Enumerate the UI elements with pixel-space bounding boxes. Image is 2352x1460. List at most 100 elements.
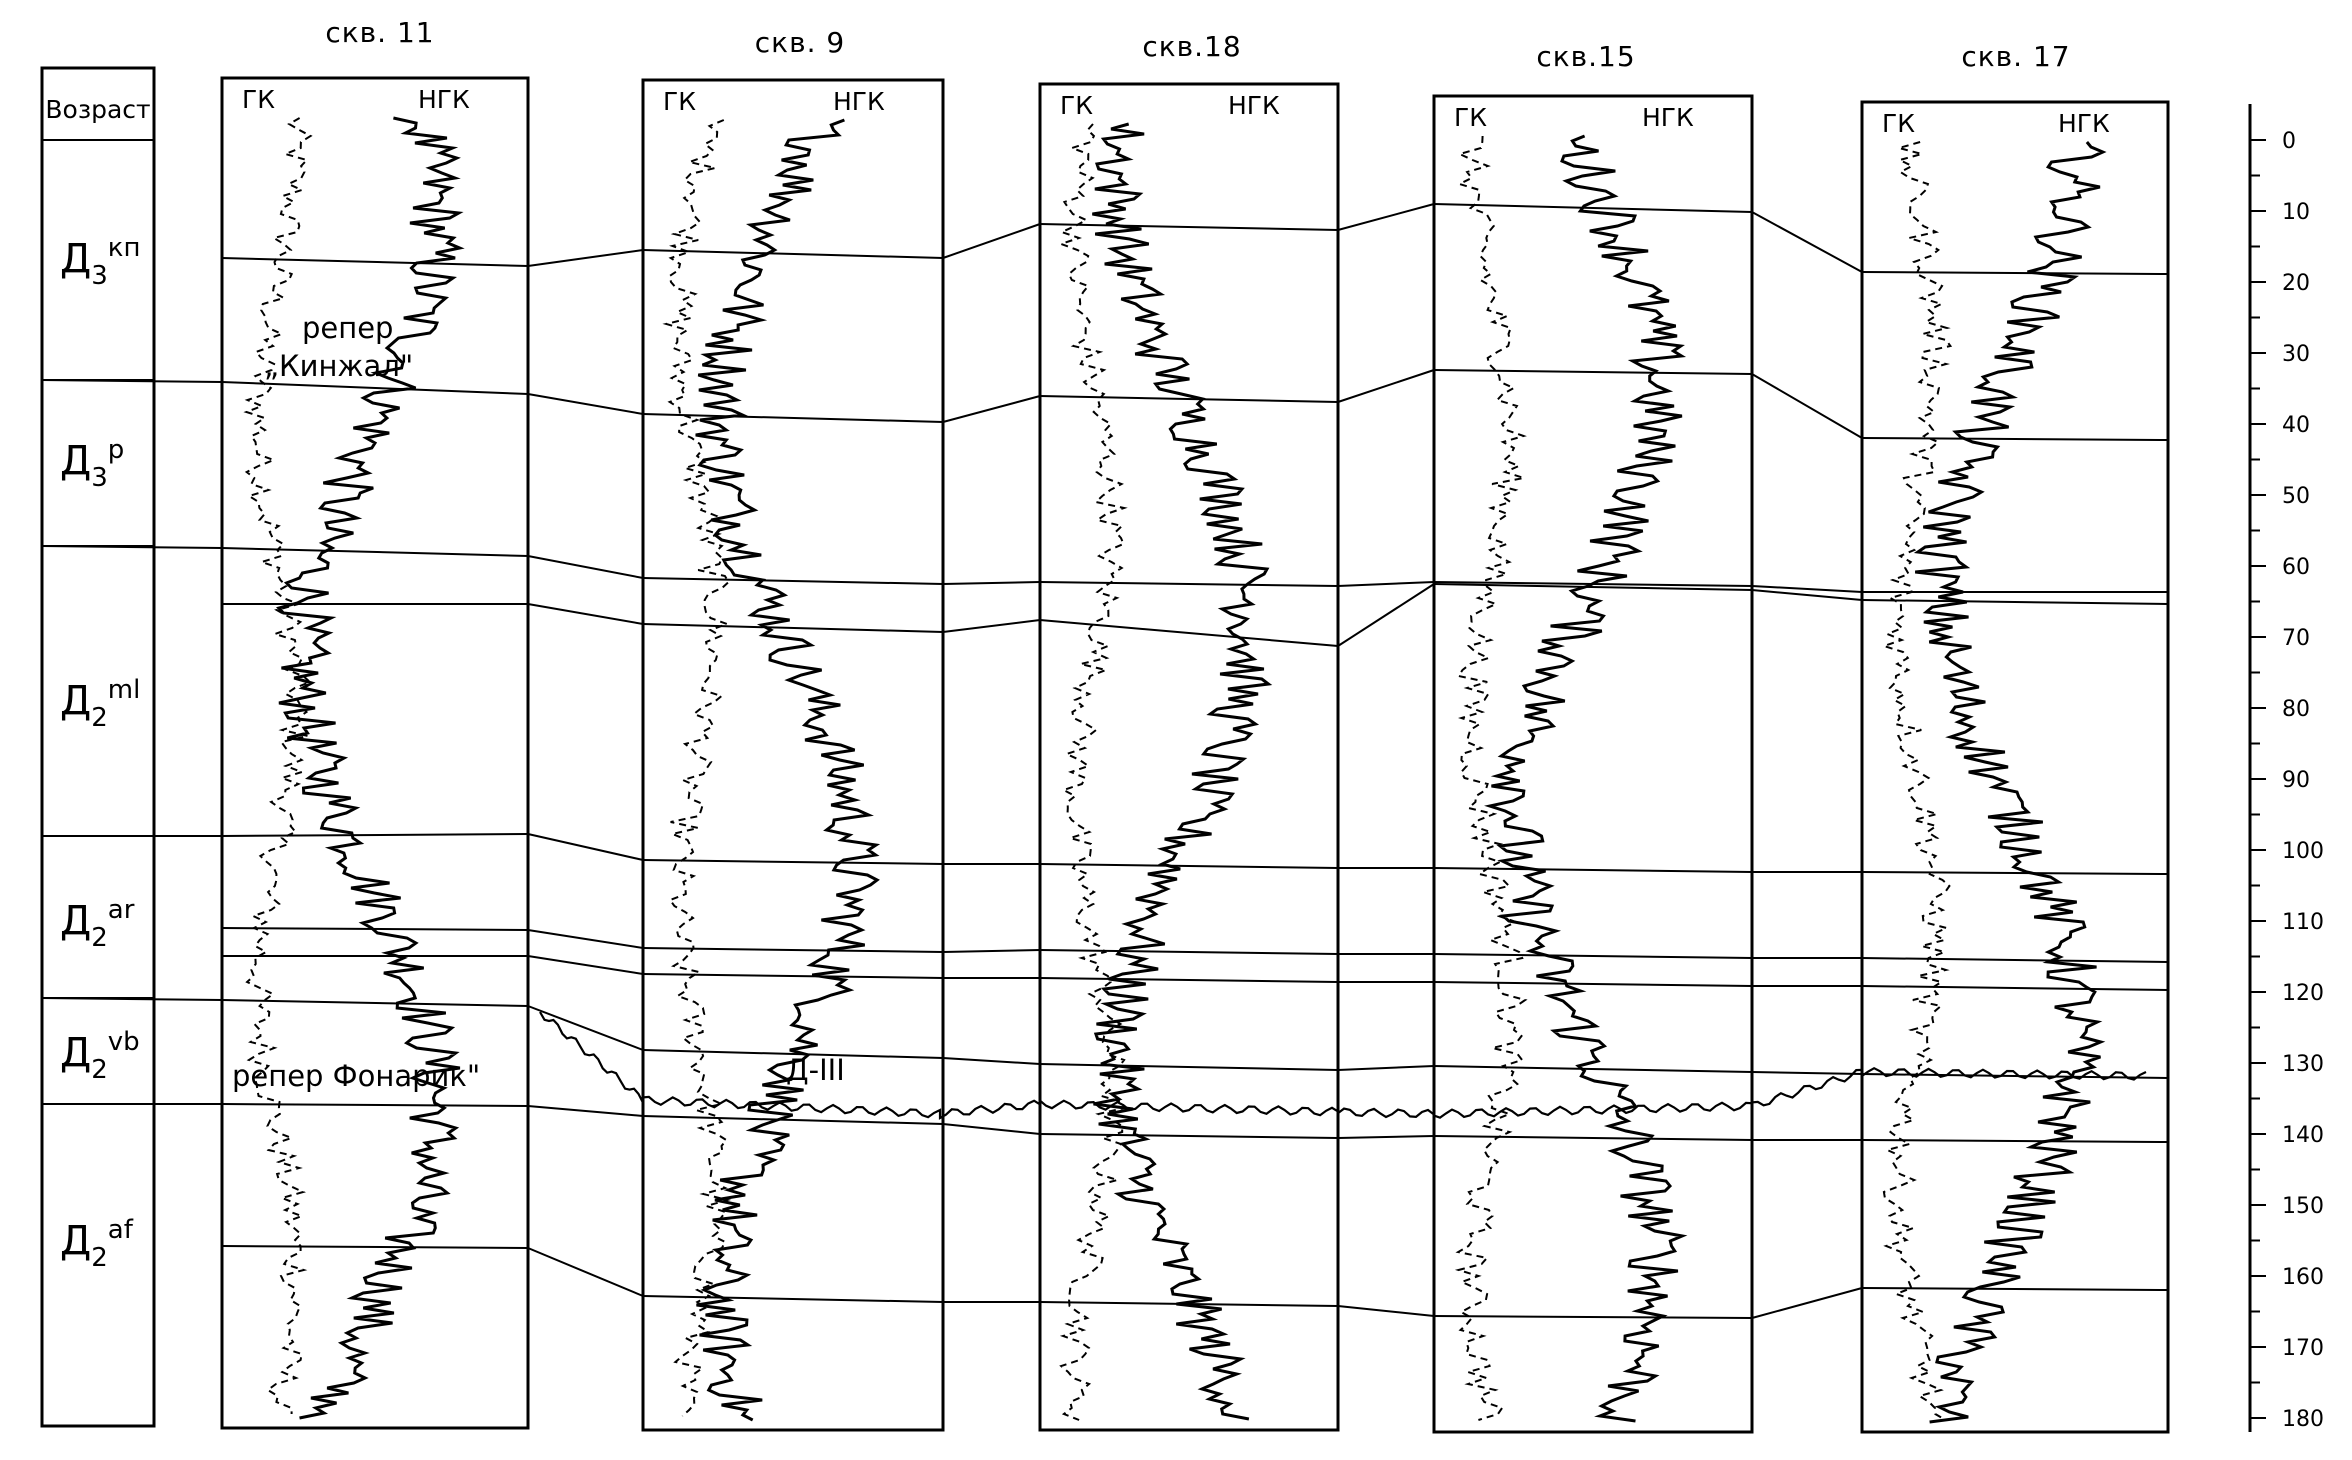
well-boundary-line: [642, 1295, 944, 1303]
depth-tick-label: 120: [2282, 981, 2324, 1006]
depth-tick-label: 130: [2282, 1052, 2324, 1077]
correlation-line: [527, 1247, 1863, 1319]
well-boundary-line: [1039, 223, 1339, 231]
gk-log-curve: [1454, 135, 1528, 1421]
well-name: скв. 17: [1961, 40, 2070, 73]
ngk-curve-label: НГК: [418, 85, 470, 114]
depth-tick-label: 40: [2282, 413, 2310, 438]
well-boundary-line: [1861, 437, 2169, 441]
age-unit-label: Д2ml: [60, 675, 140, 733]
well-boundary-line: [221, 381, 529, 395]
well-boundary-line: [1433, 1065, 1753, 1073]
depth-tick-label: 30: [2282, 342, 2310, 367]
depth-tick-label: 60: [2282, 555, 2310, 580]
annotation-kinzhal-line2: „Кинжал": [264, 349, 413, 383]
well-boundary-line: [1039, 1063, 1339, 1071]
well-boundary-line: [1433, 369, 1753, 375]
well-boundary-line: [1039, 619, 1339, 647]
ngk-curve-label: НГК: [833, 87, 885, 116]
well-boundary-line: [221, 1103, 529, 1107]
depth-scale: 0102030405060708090100110120130140150160…: [2248, 104, 2324, 1432]
age-unit-label: Д3кп: [60, 233, 141, 291]
well-boundary-line: [221, 547, 529, 557]
well-name: скв. 9: [755, 26, 845, 59]
well-boundary-line: [1039, 1301, 1339, 1307]
depth-tick-label: 110: [2282, 910, 2324, 935]
gk-curve-label: ГК: [1060, 91, 1093, 120]
well-boundary-line: [1861, 985, 2169, 991]
annotation-d3: Д-III: [786, 1053, 845, 1087]
well-boundary-line: [642, 973, 944, 979]
correlation-line: [527, 203, 1863, 273]
depth-tick-label: 140: [2282, 1123, 2324, 1148]
depth-ticks: 0102030405060708090100110120130140150160…: [2250, 129, 2324, 1432]
well-boundary-line: [1433, 203, 1753, 213]
gk-curve-label: ГК: [242, 85, 275, 114]
well-boundary-line: [1039, 863, 1339, 869]
correlation-line: [527, 583, 1863, 647]
annotation-fonarik: репер Фонарик": [232, 1059, 480, 1093]
well-boundary-line: [1861, 1287, 2169, 1291]
ngk-curve-label: НГК: [1228, 91, 1280, 120]
depth-tick-label: 10: [2282, 200, 2310, 225]
age-unit-label: Д3р: [60, 435, 124, 493]
well-boundary-line: [1039, 977, 1339, 983]
well-frame: [1860, 100, 2170, 1434]
ngk-log-curve: [276, 116, 465, 1420]
well-boundary-line: [1433, 981, 1753, 987]
well-boundary-line: [1433, 583, 1753, 591]
ngk-log-curve: [695, 118, 881, 1422]
well-boundary-line: [1433, 1315, 1753, 1319]
well-boundary-line: [1433, 867, 1753, 873]
well-boundary-line: [221, 1245, 529, 1249]
depth-tick-label: 150: [2282, 1194, 2324, 1219]
well-frame: [1432, 94, 1754, 1434]
depth-tick-label: 20: [2282, 271, 2310, 296]
well-name: скв.18: [1142, 30, 1241, 63]
well-boundary-line: [1861, 271, 2169, 275]
well-boundary-line: [642, 947, 944, 953]
well-column: скв. 11 ГК НГК: [220, 16, 530, 1430]
depth-tick-label: 170: [2282, 1336, 2324, 1361]
depth-tick-label: 0: [2282, 129, 2296, 154]
well-boundary-line: [642, 1049, 944, 1059]
well-frame: [220, 76, 530, 1430]
well-boundary-line: [1861, 599, 2169, 605]
depth-tick-label: 100: [2282, 839, 2324, 864]
depth-tick-label: 160: [2282, 1265, 2324, 1290]
annotation-kinzhal-line1: репер: [302, 311, 393, 345]
ngk-log-curve: [1913, 141, 2107, 1424]
well-boundary-line: [1433, 581, 1753, 587]
gk-log-curve: [1058, 123, 1128, 1421]
correlation-line: [41, 545, 1863, 593]
well-boundary-line: [642, 577, 944, 585]
age-unit-label: Д2af: [60, 1215, 134, 1273]
correlation-line: [41, 997, 1863, 1075]
depth-tick-label: 50: [2282, 484, 2310, 509]
age-column-header: Возраст: [45, 95, 150, 124]
well-boundary-line: [1039, 581, 1339, 587]
well-boundary-line: [221, 257, 529, 267]
correlation-line: [42, 833, 1862, 873]
well-frame: [1038, 82, 1340, 1432]
age-unit-label: Д2vb: [60, 1027, 140, 1085]
well-boundary-line: [1039, 949, 1339, 955]
well-boundary-line: [642, 249, 944, 259]
well-boundary-line: [642, 1115, 944, 1125]
age-unit-label: Д2ar: [60, 895, 135, 953]
well-boundary-line: [1861, 1073, 2169, 1079]
well-name: скв.15: [1536, 40, 1635, 73]
depth-tick-label: 70: [2282, 626, 2310, 651]
gk-log-curve: [662, 119, 732, 1417]
correlation-line: [527, 955, 1862, 987]
well-boundary-line: [221, 999, 529, 1007]
well-name: скв. 11: [325, 16, 434, 49]
ngk-curve-label: НГК: [1642, 103, 1694, 132]
well-boundary-line: [221, 927, 529, 931]
ngk-curve-label: НГК: [2058, 109, 2110, 138]
